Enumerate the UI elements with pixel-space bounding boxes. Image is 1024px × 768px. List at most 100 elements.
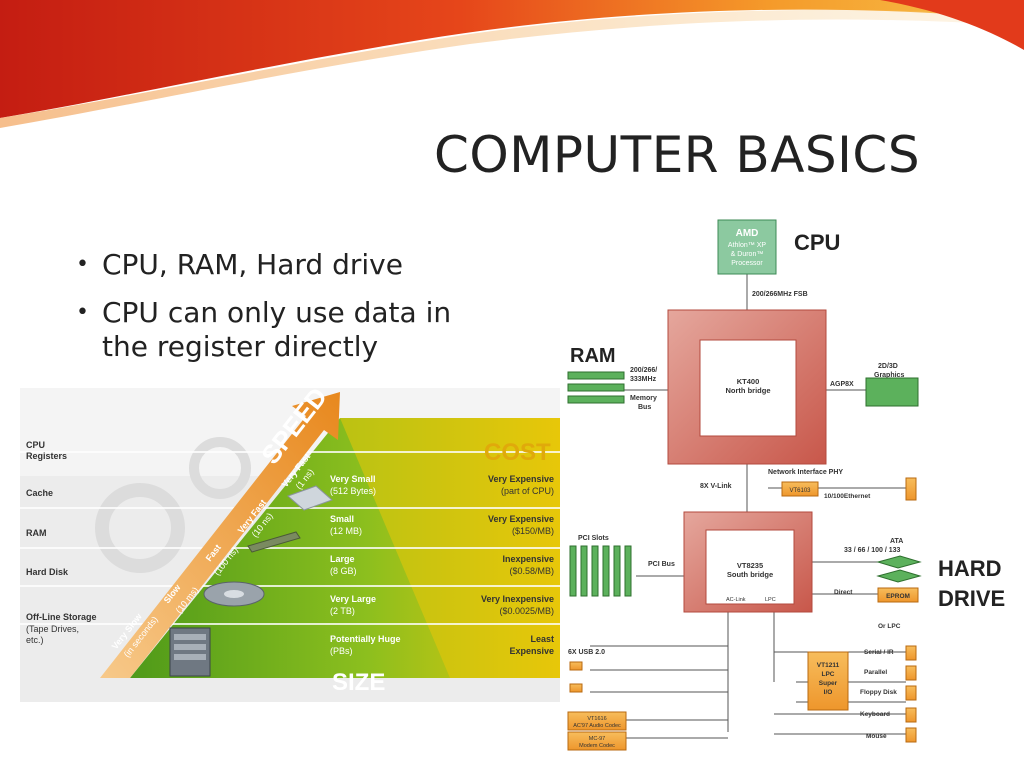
agp-label: AGP8X xyxy=(830,381,854,388)
hard-drive-icon xyxy=(876,555,922,583)
svg-text:VT1211: VT1211 xyxy=(817,662,840,669)
svg-text:LPC: LPC xyxy=(822,671,835,678)
memory-bus-label: 200/266/ 333MHz Memory Bus xyxy=(630,367,657,411)
gear-icon xyxy=(189,437,251,499)
svg-text:333MHz: 333MHz xyxy=(630,376,657,383)
eprom-chip xyxy=(877,587,919,603)
cpu-chip-label: Processor xyxy=(731,260,763,267)
usb-label: 6X USB 2.0 xyxy=(568,649,605,656)
svg-text:Bus: Bus xyxy=(638,404,651,411)
cost-value: Expensive xyxy=(509,646,554,656)
modem-codec-chip xyxy=(567,731,627,751)
vt6103-chip xyxy=(781,481,819,497)
size-value: (12 MB) xyxy=(330,526,362,536)
net-phy-label: Network Interface PHY xyxy=(768,469,843,476)
cpu-chip xyxy=(717,219,777,275)
svg-text:Super: Super xyxy=(819,680,838,687)
direct-label: Direct xyxy=(834,589,853,596)
cpu-label: CPU xyxy=(794,230,840,255)
bullet-list: CPU, RAM, Hard drive CPU can only use da… xyxy=(70,248,492,378)
ram-module-icon xyxy=(247,531,301,553)
svg-text:I/O: I/O xyxy=(824,689,833,696)
svg-text:33 / 66 / 100 / 133: 33 / 66 / 100 / 133 xyxy=(844,547,901,554)
fsb-label: 200/266MHz FSB xyxy=(752,291,808,298)
cost-value: Inexpensive xyxy=(502,554,554,564)
svg-text:200/266/: 200/266/ xyxy=(630,367,657,374)
size-value: (2 TB) xyxy=(330,606,355,616)
size-label: SIZE xyxy=(332,669,385,696)
ethernet-port-icon xyxy=(905,477,917,501)
pci-slots-icon xyxy=(569,545,632,597)
size-value: (512 Bytes) xyxy=(330,486,376,496)
modem-codec-label: MC-97 xyxy=(589,736,606,742)
hard-drive-label: HARD xyxy=(938,556,1002,581)
vlink-label: 8X V-Link xyxy=(700,483,732,490)
or-lpc-label: Or LPC xyxy=(878,623,901,630)
hard-drive-label: DRIVE xyxy=(938,586,1005,611)
header-swoosh xyxy=(0,0,1024,128)
size-value: (PBs) xyxy=(330,646,353,656)
io-port-labels: Serial / IR Parallel Floppy Disk Keyboar… xyxy=(860,649,897,740)
mouse-label: Mouse xyxy=(866,733,887,740)
svg-text:Memory: Memory xyxy=(630,395,657,402)
slide-title: COMPUTER BASICS xyxy=(434,126,921,184)
cpu-chip-label: AMD xyxy=(736,228,759,239)
size-value: Potentially Huge xyxy=(330,634,401,644)
floppy-label: Floppy Disk xyxy=(860,689,897,696)
motherboard-diagram: AMD Athlon™ XP & Duron™ Processor CPU 20… xyxy=(567,219,1005,751)
cost-value: Very Expensive xyxy=(488,474,554,484)
cost-value: Very Expensive xyxy=(488,514,554,524)
cost-values: Very Expensive (part of CPU) Very Expens… xyxy=(481,474,554,656)
cost-value: ($150/MB) xyxy=(512,526,554,536)
level-name: Registers xyxy=(26,451,67,461)
ata-label: ATA 33 / 66 / 100 / 133 xyxy=(844,538,903,554)
svg-text:2D/3D: 2D/3D xyxy=(878,363,898,370)
cost-label: COST xyxy=(484,439,551,466)
svg-text:Graphics: Graphics xyxy=(874,372,904,379)
svg-text:ATA: ATA xyxy=(890,538,903,545)
ram-label: RAM xyxy=(570,345,616,367)
cost-value: Least xyxy=(530,634,554,644)
size-value: Small xyxy=(330,514,354,524)
ethernet-label: 10/100Ethernet xyxy=(824,493,871,500)
io-port-icons xyxy=(905,645,917,743)
audio-codec-label: AC'97 Audio Codec xyxy=(573,723,621,729)
south-bridge-chip xyxy=(705,529,795,605)
level-name: CPU xyxy=(26,440,45,450)
lpc-label: LPC xyxy=(765,597,776,603)
hard-disk-icon xyxy=(203,581,265,607)
gear-icon xyxy=(95,483,185,573)
level-name: Off-Line Storage xyxy=(26,612,97,622)
size-value: Large xyxy=(330,554,355,564)
level-name: etc.) xyxy=(26,635,44,645)
super-io-chip xyxy=(807,651,849,711)
cost-value: (part of CPU) xyxy=(501,486,554,496)
size-value: Very Small xyxy=(330,474,376,484)
level-name: Cache xyxy=(26,488,53,498)
aclink-label: AC-Link xyxy=(726,597,746,603)
north-bridge-label: North bridge xyxy=(726,386,771,395)
bullet-item: CPU, RAM, Hard drive xyxy=(70,248,492,282)
modem-codec-label: Modem Codec xyxy=(579,743,615,749)
speed-arrow xyxy=(100,392,340,678)
vt6103-label: VT6103 xyxy=(789,488,811,494)
keyboard-label: Keyboard xyxy=(860,711,890,718)
cost-value: Very Inexpensive xyxy=(481,594,554,604)
audio-codec-chip xyxy=(567,711,627,731)
cpu-chip-label: & Duron™ xyxy=(731,251,764,258)
eprom-label: EPROM xyxy=(886,593,910,600)
tape-library-icon xyxy=(169,627,211,677)
cost-value: ($0.58/MB) xyxy=(509,566,554,576)
serial-label: Serial / IR xyxy=(864,649,894,656)
cost-value: ($0.0025/MB) xyxy=(499,606,554,616)
size-value: Very Large xyxy=(330,594,376,604)
graphics-card-icon xyxy=(865,377,919,407)
size-value: (8 GB) xyxy=(330,566,357,576)
bullet-item: CPU can only use data in the register di… xyxy=(70,296,492,364)
usb-port-icon xyxy=(569,661,583,693)
audio-codec-label: VT1616 xyxy=(587,716,606,722)
graphics-label: 2D/3D Graphics xyxy=(874,363,904,379)
